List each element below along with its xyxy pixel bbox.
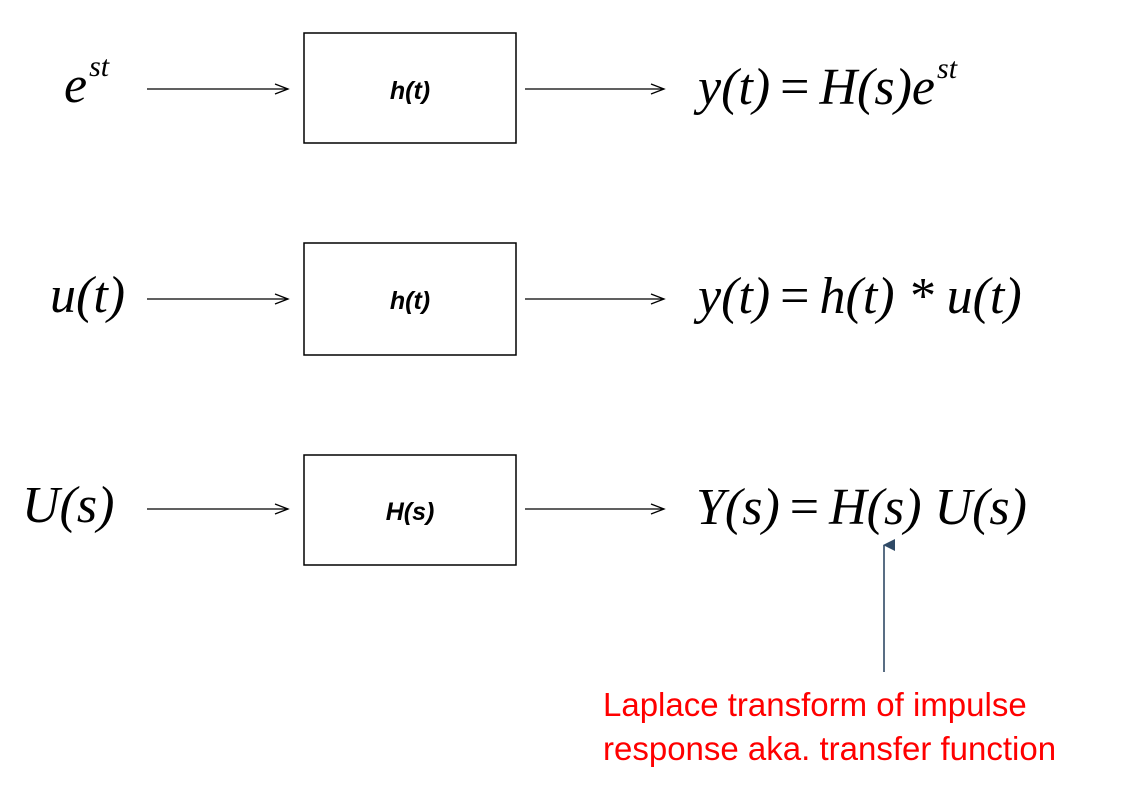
row-2: u(t) h(t) y(t)=h(t) * u(t) — [50, 242, 1022, 356]
row3-system-block — [303, 454, 517, 566]
row2-block-label: h(t) — [390, 287, 430, 315]
row-1: est h(t) y(t)=H(s)est — [64, 32, 958, 144]
row3-block-label: H(s) — [386, 498, 435, 526]
row1-system-block — [303, 32, 517, 144]
annotation-line-1: Laplace transform of impulse — [603, 686, 1027, 723]
row1-output-equation: y(t)=H(s)est — [693, 52, 958, 116]
row2-input-signal: u(t) — [50, 267, 125, 324]
row3-input-signal: U(s) — [22, 477, 114, 534]
row-3: U(s) H(s) Y(s)=H(s) U(s) — [22, 454, 1027, 566]
transfer-function-annotation: Laplace transform of impulse response ak… — [603, 539, 1056, 767]
row1-block-label: h(t) — [390, 77, 430, 105]
annotation-line-2: response aka. transfer function — [603, 730, 1056, 767]
row3-output-equation: Y(s)=H(s) U(s) — [696, 479, 1027, 536]
row1-input-signal: est — [64, 50, 110, 114]
row2-output-equation: y(t)=h(t) * u(t) — [693, 268, 1022, 325]
row2-system-block — [303, 242, 517, 356]
